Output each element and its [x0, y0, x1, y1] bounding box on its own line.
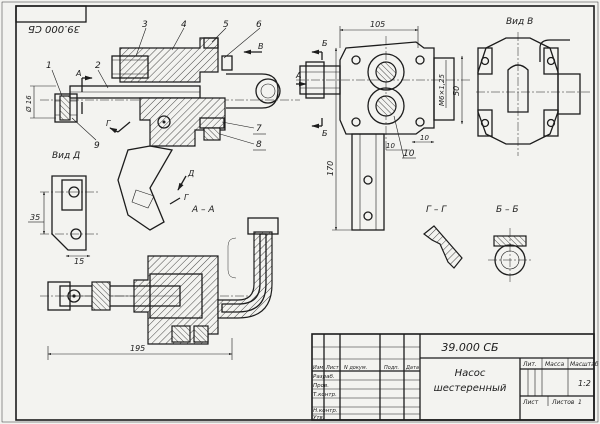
callout-8: 8 — [256, 140, 262, 150]
scale-value: 1:2 — [578, 379, 591, 388]
label-lit: Лит. — [522, 361, 537, 368]
callout-1: 1 — [46, 61, 52, 71]
view-d-title: Вид Д — [52, 151, 80, 161]
callout-5: 5 — [223, 20, 229, 30]
dim-35: 35 — [30, 213, 40, 222]
callout-2: 2 — [95, 61, 101, 71]
label-sheets: Листов — [551, 399, 575, 406]
callout-9: 9 — [94, 141, 100, 151]
col-header-sign: Подп. — [384, 365, 399, 371]
section-g-g-title: Г – Г — [426, 205, 447, 215]
label-scale: Масштаб — [570, 361, 599, 368]
view-letter-v-arrow: В — [258, 42, 264, 51]
col-header-list: Лист — [325, 365, 340, 371]
side-view: 105 Б Б А — [295, 20, 470, 231]
mirrored-drawing-code: 39.000 СБ — [28, 23, 80, 34]
cut-letter-b-top: Б — [322, 39, 328, 48]
callout-10: 10 — [403, 149, 415, 159]
callout-6: 6 — [256, 20, 262, 30]
row-label-prov: Пров. — [313, 383, 329, 389]
section-b-b: Б – Б — [488, 205, 532, 282]
dim-105: 105 — [370, 20, 385, 29]
col-header-doc: N докум. — [344, 365, 367, 371]
col-header-izm: Изм. — [313, 365, 325, 371]
dim-195: 195 — [130, 344, 145, 353]
cut-letter-a-main: А — [75, 69, 81, 78]
view-letter-d-arrow: Д — [187, 169, 194, 178]
dim-15: 15 — [74, 257, 84, 266]
dim-thread-m6: M6×1,25 — [438, 74, 446, 106]
sheet-inner-frame — [15, 5, 595, 421]
col-header-date: Дата — [405, 365, 419, 371]
callout-7: 7 — [256, 124, 262, 134]
row-label-tkontr: Т.контр. — [313, 392, 337, 398]
dim-50: 50 — [452, 86, 461, 96]
view-d: Вид Д 35 15 — [28, 151, 100, 266]
view-v: Вид В — [476, 17, 590, 156]
label-mass: Масса — [545, 361, 564, 368]
callout-3: 3 — [142, 20, 148, 30]
row-label-nkontr: Н.контр. — [313, 408, 338, 414]
cut-letter-b-bottom: Б — [322, 129, 328, 138]
row-label-utv: Утв. — [313, 415, 325, 421]
title-block-drawing-code: 39.000 СБ — [441, 341, 498, 354]
dim-10-right: 10 — [420, 134, 429, 142]
dim-10-left: 10 — [386, 142, 395, 150]
title-block-name-line2: шестеренный — [434, 383, 507, 394]
title-block: 39.000 СБ Насос шестеренный Лит. Масса М… — [311, 333, 599, 421]
section-b-b-title: Б – Б — [496, 205, 519, 215]
title-block-name-line1: Насос — [455, 368, 486, 379]
main-view-leaders — [51, 27, 261, 145]
callout-4: 4 — [181, 20, 187, 30]
row-label-razrab: Разраб. — [313, 374, 335, 380]
cut-letter-g-main: Г — [106, 119, 111, 128]
main-view: А В Г Д Г Ø 16 1 2 3 — [25, 20, 300, 231]
view-v-title: Вид В — [506, 17, 533, 27]
cut-letter-a-side: А — [295, 71, 301, 80]
cut-letter-g-lower: Г — [184, 193, 189, 202]
label-sheet: Лист — [522, 399, 539, 406]
dim-170: 170 — [326, 161, 335, 176]
section-g-g: Г – Г — [423, 205, 463, 269]
section-a-a: А – А 195 — [40, 205, 279, 360]
sheets-count: 1 — [578, 399, 582, 406]
dim-phi-16: Ø 16 — [25, 95, 33, 113]
mirrored-code-box: 39.000 СБ — [15, 5, 87, 34]
section-a-a-title: А – А — [191, 205, 215, 215]
